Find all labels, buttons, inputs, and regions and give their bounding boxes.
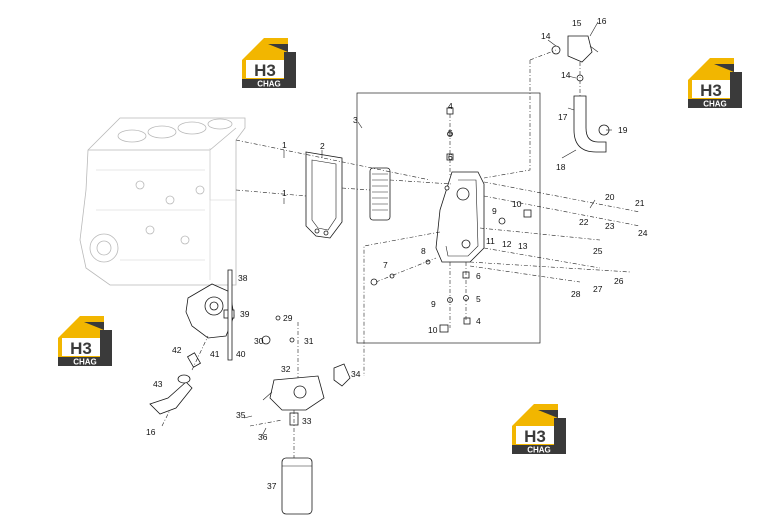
callout-37: 37 [267, 481, 277, 491]
gasket-part [305, 151, 343, 239]
callout-6b: 6 [476, 271, 481, 281]
callout-34: 34 [351, 369, 361, 379]
callout-28: 28 [571, 289, 581, 299]
logo-mark: H3 [524, 427, 546, 446]
callout-41: 41 [210, 349, 220, 359]
callout-25: 25 [593, 246, 603, 256]
callout-7: 7 [383, 260, 388, 270]
callout-29: 29 [283, 313, 293, 323]
callout-4a: 4 [448, 101, 453, 111]
callout-39: 39 [240, 309, 250, 319]
callout-40: 40 [236, 349, 246, 359]
callout-26: 26 [614, 276, 624, 286]
oil-pickup-tube [149, 374, 193, 415]
callout-16a: 16 [597, 16, 607, 26]
callout-22: 22 [579, 217, 589, 227]
assembly-frame [356, 92, 541, 344]
callout-27: 27 [593, 284, 603, 294]
callout-19: 19 [618, 125, 628, 135]
callout-30: 30 [254, 336, 264, 346]
callout-42: 42 [172, 345, 182, 355]
callout-10b: 10 [428, 325, 438, 335]
leader-lines [243, 21, 612, 437]
watermark-logo: H3 CHAG [54, 312, 116, 370]
callout-36: 36 [258, 432, 268, 442]
callout-24: 24 [638, 228, 648, 238]
watermark-logo: H3 CHAG [508, 400, 570, 458]
callout-21: 21 [635, 198, 645, 208]
assembly-lines [161, 49, 641, 458]
logo-brand: CHAG [703, 100, 727, 109]
logo-mark: H3 [70, 339, 92, 358]
callout-5b: 5 [476, 294, 481, 304]
callout-11: 11 [486, 236, 495, 246]
logo-mark: H3 [700, 81, 722, 100]
callout-3: 3 [353, 115, 358, 125]
callout-33: 33 [302, 416, 312, 426]
callout-4b: 4 [476, 316, 481, 326]
callout-14a: 14 [541, 31, 551, 41]
callout-labels: 1 1 2 3 4 5 6 7 8 9 10 11 12 13 14 14 15… [146, 16, 648, 491]
logo-brand: CHAG [73, 358, 97, 367]
oil-pump [185, 283, 235, 339]
callout-23: 23 [605, 221, 615, 231]
callout-35: 35 [236, 410, 246, 420]
small-parts [261, 107, 532, 345]
callout-10a: 10 [512, 199, 522, 209]
callout-2: 2 [320, 141, 325, 151]
callout-32: 32 [281, 364, 291, 374]
callout-31: 31 [304, 336, 314, 346]
watermark-logo: H3 CHAG [238, 34, 300, 92]
callout-9a: 9 [492, 206, 497, 216]
callout-13: 13 [518, 241, 528, 251]
callout-20: 20 [605, 192, 615, 202]
callout-6a: 6 [448, 152, 453, 162]
callout-43: 43 [153, 379, 163, 389]
logo-mark: H3 [254, 61, 276, 80]
callout-8: 8 [421, 246, 426, 256]
callout-1a: 1 [282, 140, 287, 150]
relief-valve [186, 352, 202, 368]
callout-5a: 5 [448, 128, 453, 138]
callout-17: 17 [558, 112, 568, 122]
callout-38: 38 [238, 273, 248, 283]
engine-block [79, 117, 246, 286]
watermark-logo: H3 CHAG [684, 54, 746, 112]
filter-head [269, 375, 325, 411]
oil-cooler-core [369, 167, 391, 221]
callout-1b: 1 [282, 188, 287, 198]
callout-14b: 14 [561, 70, 571, 80]
callout-9b: 9 [431, 299, 436, 309]
callout-18: 18 [556, 162, 566, 172]
logo-brand: CHAG [257, 80, 281, 89]
logo-brand: CHAG [527, 446, 551, 455]
water-transfer-tube [551, 35, 610, 153]
callout-16b: 16 [146, 427, 156, 437]
callout-12: 12 [502, 239, 512, 249]
cooler-housing [435, 171, 485, 263]
callout-15: 15 [572, 18, 582, 28]
oil-filter [281, 457, 313, 515]
